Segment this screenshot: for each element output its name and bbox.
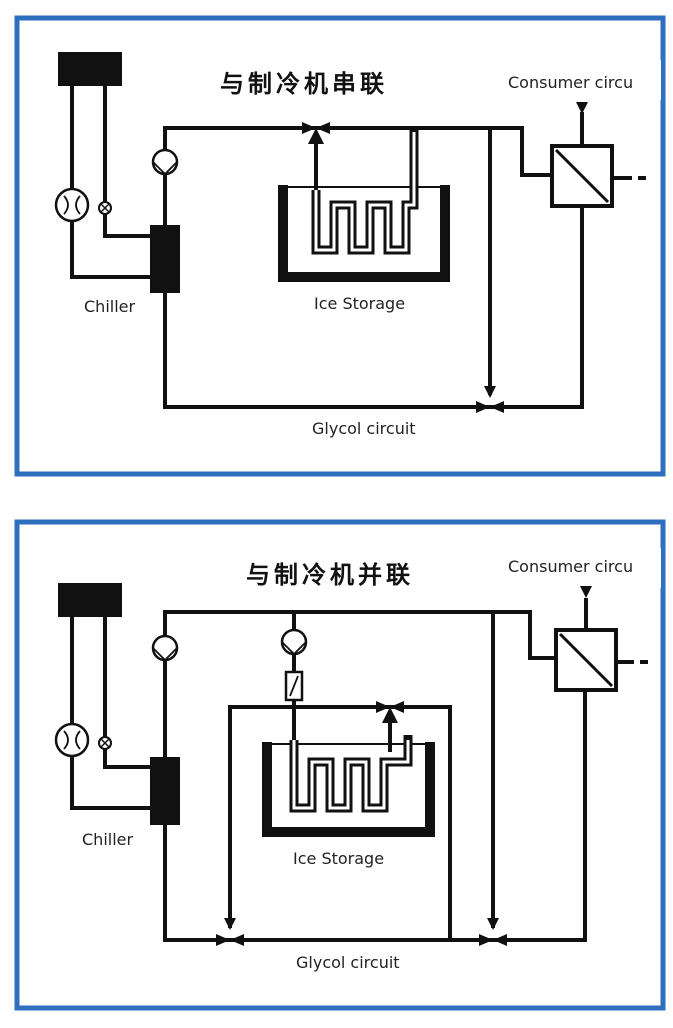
three-way-valve-bottom-left <box>216 934 244 946</box>
chiller-label-2: Chiller <box>82 830 133 849</box>
refrigerant-line-right <box>103 86 150 238</box>
three-way-valve-bottom-right <box>479 934 507 946</box>
pump-icon <box>151 148 179 176</box>
panel-parallel-title: 与制冷机并联 <box>246 561 414 589</box>
pump-icon-2 <box>151 634 179 662</box>
consumer-label: Consumer circu <box>508 73 633 92</box>
three-way-valve-storage <box>376 701 404 713</box>
compressor-icon-2 <box>54 722 90 758</box>
condenser-block <box>58 52 122 86</box>
ice-storage-coil <box>311 128 419 255</box>
refrigerant-line-left <box>70 86 150 279</box>
pump-icon-3 <box>280 628 308 656</box>
compressor-icon <box>54 187 90 223</box>
refrigerant-line-left-2 <box>70 617 150 810</box>
chiller-label: Chiller <box>84 297 135 316</box>
glycol-return-line <box>163 208 584 409</box>
ice-storage-label: Ice Storage <box>314 294 405 313</box>
condenser-block-2 <box>58 583 122 617</box>
ice-storage-tank <box>278 185 450 282</box>
panel-series-title: 与制冷机串联 <box>220 70 388 98</box>
panel-parallel-frame <box>14 519 666 1011</box>
refrigerant-line-right-2 <box>103 617 150 769</box>
chiller-evaporator <box>150 225 180 293</box>
three-way-valve-top <box>302 122 330 134</box>
glycol-label: Glycol circuit <box>312 419 416 438</box>
consumer-label-2: Consumer circu <box>508 557 633 576</box>
three-way-valve-bottom <box>476 401 504 413</box>
panel-series: 与制冷机串联 Chiller Ice St <box>14 15 666 477</box>
panel-parallel: 与制冷机并联 Chiller <box>14 519 666 1011</box>
panel-series-frame <box>14 15 666 477</box>
glycol-label-2: Glycol circuit <box>296 953 400 972</box>
storage-loop-line <box>228 705 452 940</box>
glycol-supply-line <box>163 126 552 225</box>
glycol-return-line-2 <box>163 692 587 942</box>
chiller-evaporator-2 <box>150 757 180 825</box>
ice-storage-tank-2 <box>262 742 435 837</box>
ice-storage-label-2: Ice Storage <box>293 849 384 868</box>
glycol-supply-line-2 <box>163 610 556 757</box>
